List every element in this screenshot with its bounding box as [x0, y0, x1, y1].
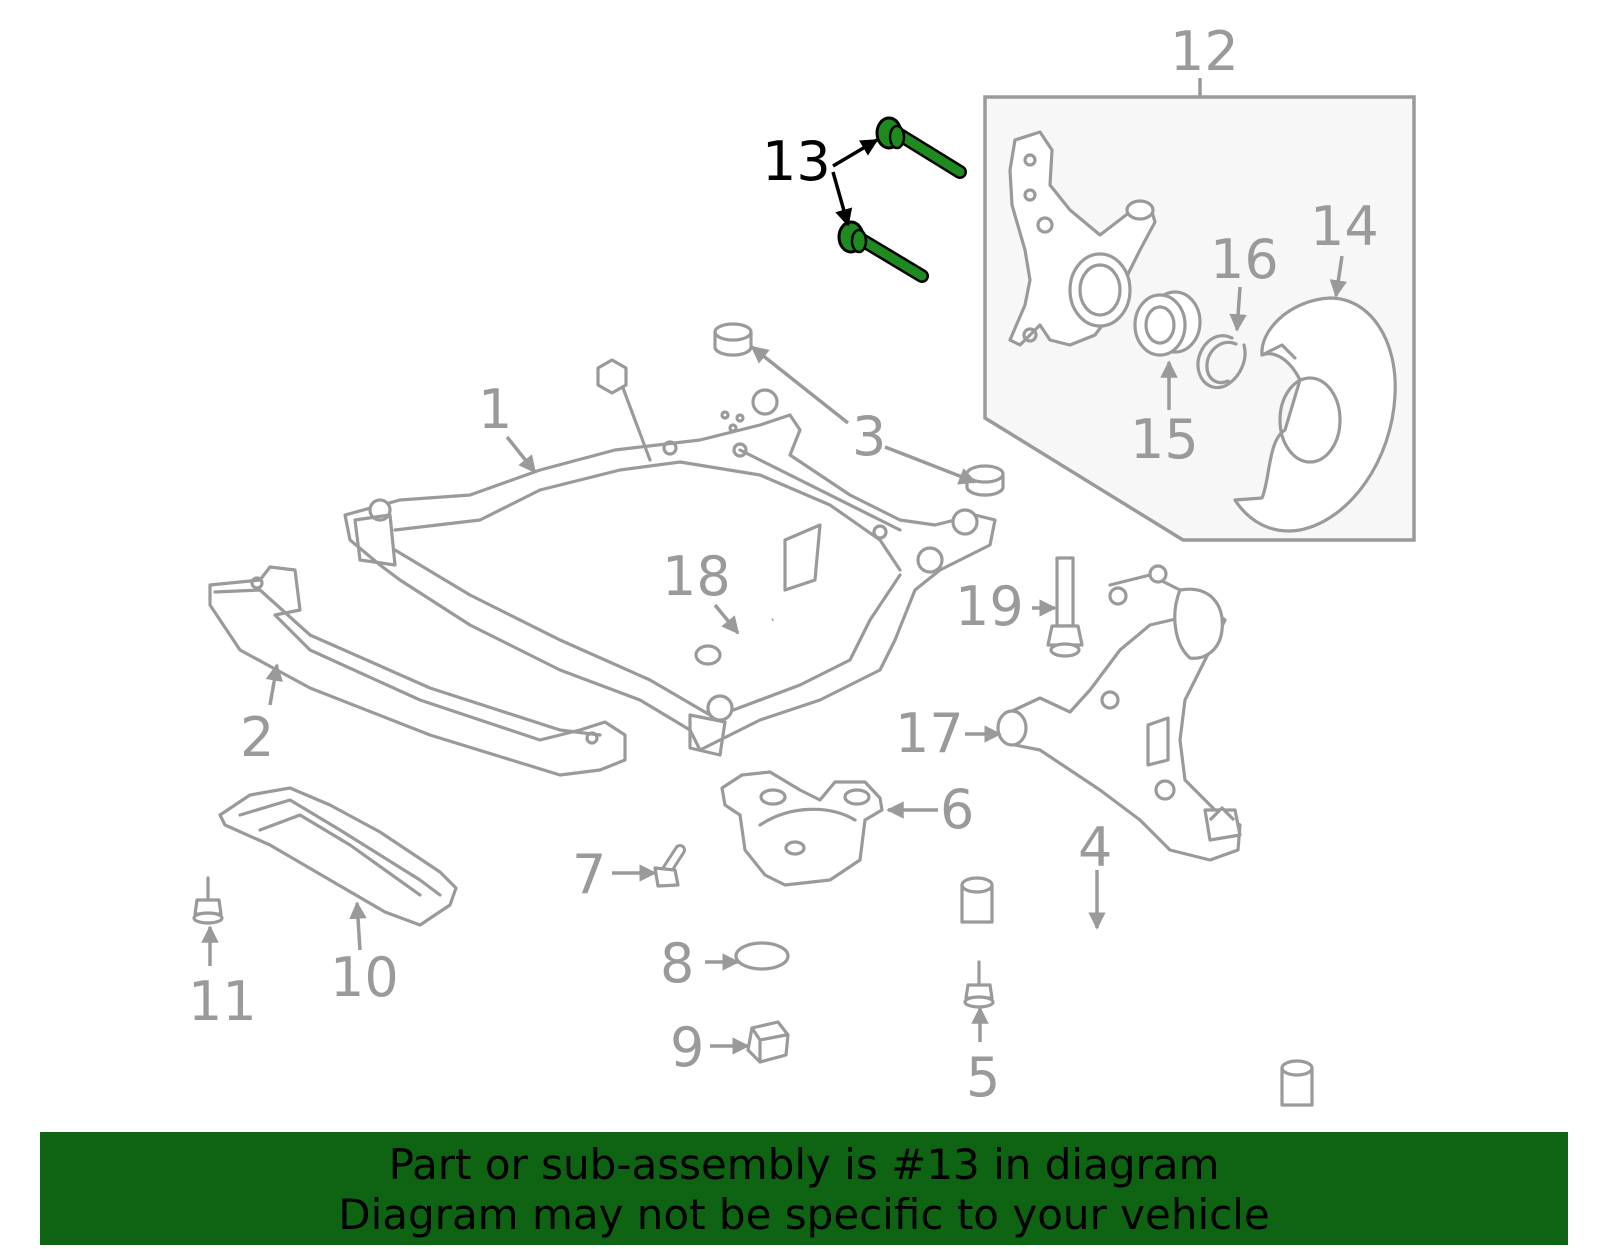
snap-ring-part[interactable] — [1196, 334, 1247, 390]
part-info-banner: Part or sub-assembly is #13 in diagram D… — [40, 1132, 1568, 1245]
callout-2[interactable]: 2 — [240, 706, 274, 769]
subframe-part[interactable] — [343, 358, 997, 757]
callout-13[interactable]: 13 — [762, 130, 831, 193]
front-crossmember-part[interactable] — [208, 565, 627, 777]
dust-shield-part[interactable] — [1233, 296, 1397, 533]
callout-3[interactable]: 3 — [852, 405, 886, 468]
banner-line-part-number: Part or sub-assembly is #13 in diagram — [388, 1140, 1220, 1189]
callout-19[interactable]: 19 — [955, 575, 1024, 638]
callout-labels: 1 2 3 4 5 6 7 8 9 10 11 12 13 14 15 16 1… — [188, 20, 1379, 1109]
callout-17[interactable]: 17 — [895, 702, 964, 765]
callout-15[interactable]: 15 — [1130, 408, 1199, 471]
bolt-18-part[interactable] — [694, 617, 774, 666]
callout-18[interactable]: 18 — [662, 545, 731, 608]
upper-bolt[interactable] — [875, 116, 967, 179]
o-ring-part[interactable] — [734, 941, 790, 971]
lower-bolt[interactable] — [837, 220, 929, 283]
bolt-19-part[interactable] — [1046, 556, 1084, 658]
callout-7[interactable]: 7 — [572, 843, 606, 906]
callout-11[interactable]: 11 — [188, 970, 257, 1033]
splash-guard-part[interactable] — [218, 786, 458, 927]
callout-8[interactable]: 8 — [660, 932, 694, 995]
nut-part[interactable] — [746, 1020, 790, 1064]
callout-1[interactable]: 1 — [478, 378, 512, 441]
callout-14[interactable]: 14 — [1310, 195, 1379, 258]
steering-knuckle-part[interactable] — [1008, 130, 1157, 347]
bolt-11-part[interactable] — [192, 876, 224, 925]
lower-control-arm-part[interactable] — [996, 564, 1242, 862]
banner-line-disclaimer: Diagram may not be specific to your vehi… — [338, 1190, 1270, 1239]
callout-10[interactable]: 10 — [330, 946, 399, 1009]
callout-6[interactable]: 6 — [940, 778, 974, 841]
wheel-bearing-part[interactable] — [1133, 290, 1202, 357]
leader-lines — [201, 138, 1347, 1055]
bolt-5-part[interactable] — [963, 960, 995, 1009]
highlighted-bolt-pair[interactable] — [837, 116, 967, 283]
callout-16[interactable]: 16 — [1210, 228, 1279, 291]
stabilizer-bar-part[interactable] — [960, 876, 1314, 1107]
callout-5[interactable]: 5 — [966, 1046, 1000, 1109]
callout-4[interactable]: 4 — [1078, 816, 1112, 879]
callout-9[interactable]: 9 — [670, 1016, 704, 1079]
callout-12[interactable]: 12 — [1170, 20, 1239, 83]
bolt-7-part[interactable] — [653, 844, 686, 888]
bracket-part[interactable] — [720, 770, 884, 887]
